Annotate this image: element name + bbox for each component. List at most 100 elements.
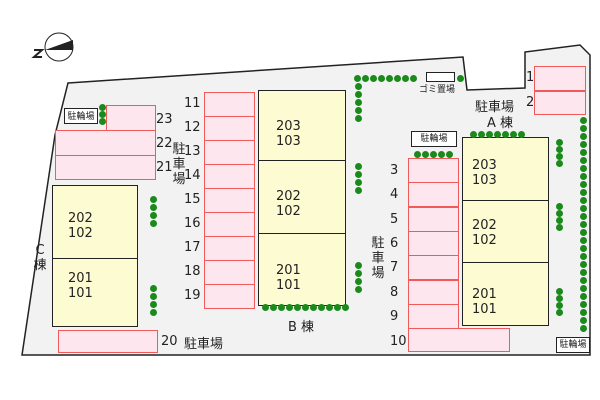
bike-parking-a: 駐輪場 — [556, 337, 590, 353]
unit-number: 101 — [472, 302, 497, 317]
tree-icon — [494, 131, 501, 138]
parking-space-22 — [55, 130, 156, 156]
parking-space-number: 7 — [390, 260, 399, 276]
unit-divider — [462, 200, 549, 201]
parking-space-number: 2 — [526, 95, 535, 110]
unit-number: 201 — [68, 271, 93, 286]
tree-icon — [355, 83, 362, 90]
tree-icon — [580, 237, 587, 244]
tree-icon — [580, 269, 587, 276]
parking-space-4 — [408, 182, 459, 208]
tree-icon — [580, 125, 587, 132]
tree-icon — [556, 224, 563, 231]
tree-icon — [402, 75, 409, 82]
garbage-label: ゴミ置場 — [419, 85, 456, 95]
parking-space-number: 21 — [156, 160, 173, 175]
compass-icon — [31, 32, 74, 62]
parking-space-number: 1 — [526, 70, 535, 85]
tree-icon — [580, 261, 587, 268]
tree-icon — [580, 325, 587, 332]
tree-icon — [580, 221, 587, 228]
tree-icon — [355, 99, 362, 106]
unit-number: 103 — [276, 134, 301, 149]
parking-space-number: 9 — [390, 308, 399, 324]
bike-parking-b: 駐輪場 — [411, 131, 457, 147]
tree-icon — [334, 304, 341, 311]
tree-icon — [302, 304, 309, 311]
tree-icon — [150, 285, 157, 292]
tree-icon — [355, 115, 362, 122]
parking-space-number: 15 — [184, 192, 201, 207]
tree-icon — [580, 149, 587, 156]
parking-space-9 — [408, 303, 459, 329]
tree-icon — [355, 278, 362, 285]
tree-icon — [556, 288, 563, 295]
tree-icon — [556, 160, 563, 167]
tree-icon — [556, 153, 563, 160]
unit-number: 101 — [68, 286, 93, 301]
tree-icon — [580, 229, 587, 236]
parking-label-c: 駐車場 — [184, 337, 224, 352]
tree-icon — [556, 146, 563, 153]
tree-icon — [394, 75, 401, 82]
parking-space-number: 23 — [156, 112, 173, 127]
tree-icon — [378, 75, 385, 82]
parking-space-2 — [534, 91, 586, 115]
tree-icon — [580, 197, 587, 204]
parking-space-5 — [408, 206, 459, 232]
tree-icon — [580, 173, 587, 180]
tree-icon — [150, 309, 157, 316]
tree-icon — [410, 75, 417, 82]
unit-divider — [258, 160, 346, 161]
tree-icon — [355, 179, 362, 186]
parking-space-number: 18 — [184, 264, 201, 279]
parking-label-center: 駐車場 — [371, 236, 385, 281]
unit-divider — [258, 233, 346, 234]
tree-icon — [580, 317, 587, 324]
tree-icon — [270, 304, 277, 311]
parking-label-b: 駐車場 — [172, 142, 186, 187]
tree-icon — [580, 293, 587, 300]
tree-icon — [446, 151, 453, 158]
tree-icon — [355, 187, 362, 194]
building-a-label: A 棟 — [487, 116, 514, 131]
tree-icon — [580, 301, 587, 308]
tree-icon — [556, 139, 563, 146]
building-b-label: B 棟 — [288, 320, 315, 335]
unit-divider — [462, 262, 549, 263]
tree-icon — [422, 151, 429, 158]
tree-icon — [355, 262, 362, 269]
bike-parking-c: 駐輪場 — [64, 108, 98, 124]
tree-icon — [580, 277, 587, 284]
unit-number: 202 — [472, 218, 497, 233]
parking-space-number: 19 — [184, 288, 201, 303]
tree-icon — [355, 163, 362, 170]
parking-space-number: 17 — [184, 240, 201, 255]
tree-icon — [355, 91, 362, 98]
parking-space-number: 11 — [184, 96, 201, 111]
tree-icon — [470, 131, 477, 138]
tree-icon — [556, 302, 563, 309]
parking-space-number: 12 — [184, 120, 201, 135]
tree-icon — [502, 131, 509, 138]
unit-number: 203 — [276, 119, 301, 134]
unit-number: 202 — [68, 211, 93, 226]
tree-icon — [556, 210, 563, 217]
tree-icon — [457, 75, 464, 82]
unit-divider — [52, 258, 138, 259]
tree-icon — [580, 309, 587, 316]
tree-icon — [580, 213, 587, 220]
tree-icon — [262, 304, 269, 311]
unit-number: 103 — [472, 173, 497, 188]
tree-icon — [318, 304, 325, 311]
parking-space-number: 13 — [184, 144, 201, 159]
parking-space-18 — [204, 260, 255, 285]
building-b — [258, 90, 346, 306]
parking-label-a: 駐車場 — [475, 100, 515, 115]
tree-icon — [580, 181, 587, 188]
tree-icon — [150, 204, 157, 211]
